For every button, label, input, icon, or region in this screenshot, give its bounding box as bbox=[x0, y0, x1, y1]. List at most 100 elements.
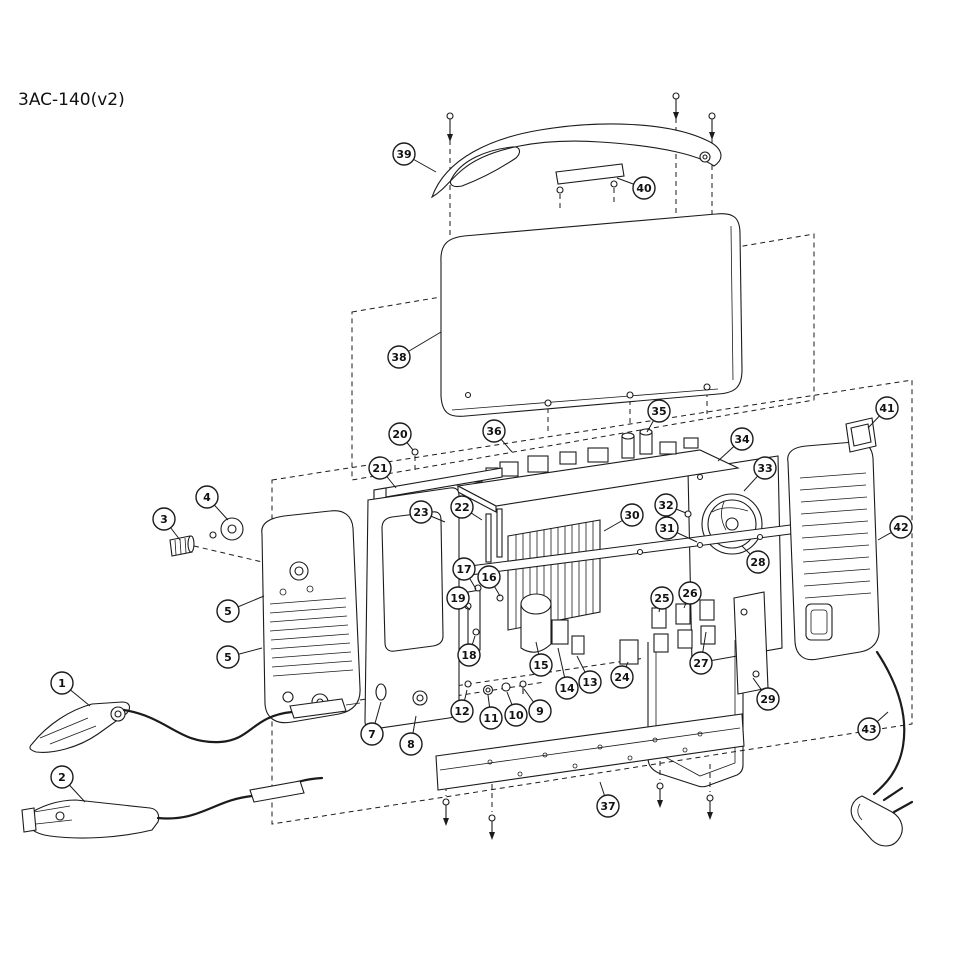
cooling-fan-shape bbox=[707, 499, 757, 549]
callout-number-7: 7 bbox=[368, 728, 376, 741]
callout-number-39: 39 bbox=[396, 148, 411, 161]
callout-balloon-15 bbox=[529, 653, 553, 677]
callout-number-43: 43 bbox=[861, 723, 876, 736]
base-plate-shape bbox=[697, 731, 703, 737]
base-plate bbox=[435, 713, 745, 791]
callout-balloon-11 bbox=[479, 706, 503, 730]
front-panel-shape bbox=[272, 669, 354, 677]
base-screws-shape bbox=[489, 832, 495, 840]
callout-number-34: 34 bbox=[734, 433, 750, 446]
callout-number-17: 17 bbox=[456, 563, 471, 576]
callout-number-2: 2 bbox=[58, 771, 66, 784]
callout-number-24: 24 bbox=[614, 671, 630, 684]
callout-number-18: 18 bbox=[461, 649, 476, 662]
handle-screws-shape bbox=[446, 112, 454, 120]
callout-balloon-7 bbox=[360, 722, 384, 746]
handle-bracket-shape bbox=[556, 186, 564, 194]
callout-balloon-28 bbox=[746, 550, 770, 574]
callout-balloon-4 bbox=[195, 485, 219, 509]
callout-balloon-37 bbox=[596, 794, 620, 818]
front-panel-shape bbox=[294, 566, 304, 576]
callout-balloon-18 bbox=[457, 643, 481, 667]
base-screws-shape bbox=[657, 800, 663, 808]
knob-parts-shape bbox=[187, 535, 195, 553]
chassis-tray-shape bbox=[647, 630, 744, 788]
base-plate-shape bbox=[627, 755, 633, 761]
mounting-bracket-shape bbox=[496, 508, 503, 558]
knob-parts-shape bbox=[184, 537, 187, 554]
callout-number-9: 9 bbox=[536, 705, 544, 718]
terminal-blocks bbox=[619, 599, 716, 665]
top-cover-shape bbox=[703, 383, 711, 391]
power-switch-shape bbox=[850, 423, 872, 447]
electrode-holder-cable-shape bbox=[33, 805, 71, 813]
rear-panel-shape bbox=[804, 592, 872, 599]
rear-panel-shape bbox=[801, 520, 869, 527]
base-screws-shape bbox=[443, 818, 449, 826]
front-panel-shape bbox=[279, 588, 287, 596]
mounting-bracket-shape bbox=[411, 448, 419, 456]
callout-balloon-5 bbox=[216, 645, 240, 669]
callout-balloon-33 bbox=[753, 456, 777, 480]
base-plate-shape bbox=[597, 744, 603, 750]
electrode-holder-cable bbox=[21, 776, 324, 839]
power-cord-plug-shape bbox=[872, 650, 906, 796]
callout-balloon-32 bbox=[654, 493, 678, 517]
handle-bracket-shape bbox=[610, 180, 618, 188]
callout-balloon-24 bbox=[610, 665, 634, 689]
electrode-holder-cable-shape bbox=[35, 819, 73, 825]
front-panel-shape bbox=[289, 561, 309, 581]
callout-number-28: 28 bbox=[750, 556, 765, 569]
callout-balloon-42 bbox=[889, 515, 913, 539]
callout-number-41: 41 bbox=[879, 402, 894, 415]
callout-number-19: 19 bbox=[450, 592, 465, 605]
callout-number-32: 32 bbox=[658, 499, 673, 512]
carry-handle-shape bbox=[430, 123, 722, 199]
handle-screws-shape bbox=[672, 92, 680, 100]
callout-number-26: 26 bbox=[682, 587, 698, 600]
callout-number-10: 10 bbox=[508, 709, 524, 722]
electrode-holder-cable-shape bbox=[55, 811, 65, 821]
callout-balloon-12 bbox=[450, 699, 474, 723]
callout-number-27: 27 bbox=[693, 657, 708, 670]
front-panel-shape bbox=[269, 606, 347, 614]
callout-number-22: 22 bbox=[454, 501, 469, 514]
small-bracket-shape bbox=[467, 589, 481, 653]
handle-screws-shape bbox=[709, 132, 715, 140]
base-plate-shape bbox=[487, 759, 493, 765]
rear-panel-shape bbox=[799, 472, 867, 479]
rear-panel-shape bbox=[810, 609, 828, 635]
rear-panel-shape bbox=[805, 603, 833, 641]
front-panel-shape bbox=[282, 691, 294, 703]
transformer-components-shape bbox=[551, 619, 569, 645]
pcb-assembly-shape bbox=[639, 428, 653, 436]
callout-number-40: 40 bbox=[636, 182, 652, 195]
front-panel-shape bbox=[269, 615, 348, 623]
output-rail-shape bbox=[696, 541, 704, 549]
callout-number-31: 31 bbox=[659, 522, 674, 535]
callout-balloon-43 bbox=[857, 717, 881, 741]
callout-number-21: 21 bbox=[372, 462, 387, 475]
callout-balloon-17 bbox=[452, 557, 476, 581]
earth-clamp-cable-shape bbox=[29, 701, 131, 753]
rear-panel-shape bbox=[803, 568, 871, 575]
callout-balloon-2 bbox=[50, 765, 74, 789]
cooling-fan-shape bbox=[725, 517, 739, 531]
handle-screws-shape bbox=[673, 112, 679, 120]
callout-balloon-21 bbox=[368, 456, 392, 480]
side-plate-shape bbox=[733, 591, 769, 695]
terminal-blocks-shape bbox=[700, 625, 716, 645]
callout-number-20: 20 bbox=[392, 428, 408, 441]
pcb-assembly-shape bbox=[559, 451, 577, 465]
electrode-holder-cable-shape bbox=[25, 799, 160, 839]
cooling-fan-shape bbox=[711, 507, 749, 513]
callout-number-4: 4 bbox=[203, 491, 211, 504]
handle-screws bbox=[446, 92, 716, 142]
callout-balloon-23 bbox=[409, 500, 433, 524]
callouts-layer: 1234557891011121314151617181920212223242… bbox=[50, 142, 913, 818]
inner-front-panel-shape bbox=[412, 690, 428, 706]
callout-number-42: 42 bbox=[893, 521, 908, 534]
earth-clamp-cable-shape bbox=[345, 702, 361, 706]
callout-balloon-30 bbox=[620, 503, 644, 527]
handle-bracket-shape bbox=[555, 163, 625, 185]
